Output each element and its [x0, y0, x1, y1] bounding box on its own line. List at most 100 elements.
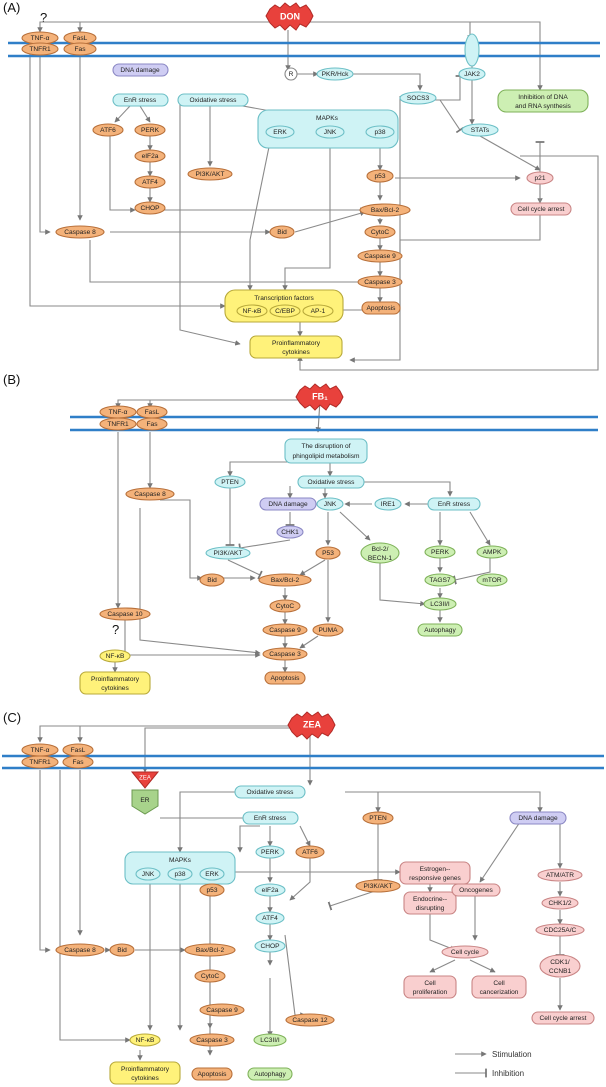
- er-c: ER: [140, 797, 149, 804]
- legend: Stimulation Inhibition: [455, 1050, 532, 1078]
- svg-text:ZEA: ZEA: [139, 776, 151, 782]
- caspase9-a: Caspase 9: [364, 253, 396, 260]
- jak2-a: JAK2: [464, 71, 480, 78]
- cytokine-receptor-a: [464, 33, 480, 67]
- cebp-a: C/EBP: [275, 308, 295, 315]
- svg-text:cancerization: cancerization: [480, 989, 519, 996]
- fas-a: [63, 42, 97, 56]
- cell-cycle-c: Cell cycle: [451, 949, 480, 956]
- svg-text:responsive genes: responsive genes: [409, 875, 461, 882]
- svg-text:CCNB1: CCNB1: [549, 968, 572, 975]
- receptor-question-b: ?: [112, 622, 119, 637]
- p21-a: p21: [534, 175, 545, 182]
- panel-a-label: (A): [3, 0, 20, 15]
- nfkb-c: NF-κB: [136, 1037, 155, 1044]
- bid-b: Bid: [207, 577, 217, 584]
- pi3k-akt-c: PI3K/AKT: [364, 883, 393, 890]
- eif2a-c: eIF2a: [262, 887, 279, 894]
- panel-b-label: (B): [3, 372, 20, 387]
- proinflammatory-c: Proinflammatory: [121, 1066, 170, 1073]
- chop-c: CHOP: [260, 943, 280, 950]
- panel-c-label: (C): [3, 710, 21, 725]
- cytoc-b: CytoC: [276, 603, 295, 610]
- oxidative-stress-a: Oxidative stress: [190, 97, 238, 104]
- enr-stress-b: EnR stress: [438, 501, 471, 508]
- apoptosis-b: Apoptosis: [271, 675, 301, 682]
- pkr-hck-a: PKR/Hck: [322, 71, 349, 78]
- chk1-b: CHK1: [281, 529, 299, 536]
- toxin-zea: ZEA: [287, 711, 336, 740]
- chk12-c: CHK1/2: [548, 900, 571, 907]
- chop-a: CHOP: [140, 205, 160, 212]
- perk-c: PERK: [261, 849, 280, 856]
- svg-text:cytokines: cytokines: [101, 685, 129, 692]
- receptors-a: TNF-α FasL TNFR1 Fas: [21, 31, 97, 56]
- estrogen-genes-c: Estrogen--: [420, 866, 451, 873]
- er-receptor-c: ZEA ER: [130, 771, 160, 815]
- disruption-b: The disruption of: [301, 443, 350, 450]
- cytoc-c: CytoC: [201, 973, 220, 980]
- panel-a: (A) ?: [3, 0, 600, 371]
- p38-a: p38: [374, 129, 385, 136]
- atm-atr-c: ATM/ATR: [546, 872, 574, 879]
- oxidative-stress-b: Oxidative stress: [308, 479, 356, 486]
- svg-text:FB₁: FB₁: [312, 391, 328, 401]
- svg-text:disrupting: disrupting: [416, 905, 445, 912]
- transcription-factors-a: Transcription factors: [254, 295, 314, 302]
- oxidative-stress-c: Oxidative stress: [247, 789, 295, 796]
- r-node-a: R: [289, 71, 294, 78]
- caspase9-c: Caspase 9: [206, 1007, 238, 1014]
- autophagy-b: Autophagy: [424, 627, 456, 634]
- caspase8-b: Caspase 8: [134, 491, 166, 498]
- caspase10-b: Caspase 10: [107, 611, 143, 618]
- cytoc-a: CytoC: [371, 229, 390, 236]
- socs3-a: SOCS3: [407, 95, 430, 102]
- toxin-don: DON: [265, 2, 314, 31]
- p53-c: p53: [206, 887, 217, 894]
- svg-text:TNF-α: TNF-α: [31, 35, 50, 42]
- toxin-fb1: FB₁: [295, 383, 344, 411]
- caspase3-a: Caspase 3: [364, 279, 396, 286]
- cell-proliferation-c: Cell: [424, 980, 436, 987]
- mapks-a: MAPKs: [316, 115, 339, 122]
- atf4-a: ATF4: [142, 179, 158, 186]
- dna-damage-b: DNA damage: [268, 501, 308, 508]
- lc3-b: LC3II/I: [430, 601, 450, 608]
- nfkb-a: NF-κB: [243, 308, 262, 315]
- svg-text:FasL: FasL: [73, 35, 88, 42]
- receptors-b: TNF-α FasL TNFR1 Fas: [99, 405, 168, 431]
- legend-stimulation: Stimulation: [492, 1050, 532, 1059]
- bax-bcl2-c: Bax/Bcl-2: [196, 947, 225, 954]
- proinflammatory-b: Proinflammatory: [91, 676, 140, 683]
- panel-c-edges: [37, 725, 565, 1061]
- mtor-b: mTOR: [482, 577, 502, 584]
- caspase8-a: Caspase 8: [64, 229, 96, 236]
- caspase12-c: Caspase 12: [292, 1017, 328, 1024]
- oncogenes-c: Oncogenes: [459, 887, 493, 894]
- enr-stress-a: EnR stress: [124, 97, 157, 104]
- autophagy-c: Autophagy: [254, 1071, 286, 1078]
- svg-text:TNFR1: TNFR1: [29, 759, 51, 766]
- apoptosis-a: Apoptosis: [367, 305, 397, 312]
- jnk-c: JNK: [142, 871, 155, 878]
- svg-text:cytokines: cytokines: [282, 349, 310, 356]
- stats-a: STATs: [471, 127, 490, 134]
- perk-b: PERK: [431, 549, 450, 556]
- lc3-c: LC3II/I: [260, 1037, 280, 1044]
- p53-a: p53: [374, 173, 385, 180]
- svg-text:proliferation: proliferation: [413, 989, 448, 996]
- bid-a: Bid: [277, 229, 287, 236]
- cell-cancerization-c: Cell: [493, 980, 505, 987]
- pi3k-akt-a: PI3K/AKT: [196, 171, 225, 178]
- pten-b: PTEN: [221, 479, 239, 486]
- perk-a: PERK: [141, 127, 160, 134]
- cdk1-ccnb1-c: CDK1/: [550, 959, 570, 966]
- cdc25-c: CDC25A/C: [544, 927, 577, 934]
- panel-b-nodes: The disruption of phingolipid metabolism…: [79, 438, 508, 695]
- receptor-question-a: ?: [40, 10, 47, 25]
- bax-bcl2-a: Bax/Bcl-2: [371, 207, 400, 214]
- mapks-c: MAPKs: [169, 857, 192, 864]
- panel-c-nodes: Oxidative stress EnR stress PTEN DNA dam…: [55, 785, 595, 1085]
- dna-damage-a: DNA damage: [120, 67, 160, 74]
- p38-c: p38: [174, 871, 185, 878]
